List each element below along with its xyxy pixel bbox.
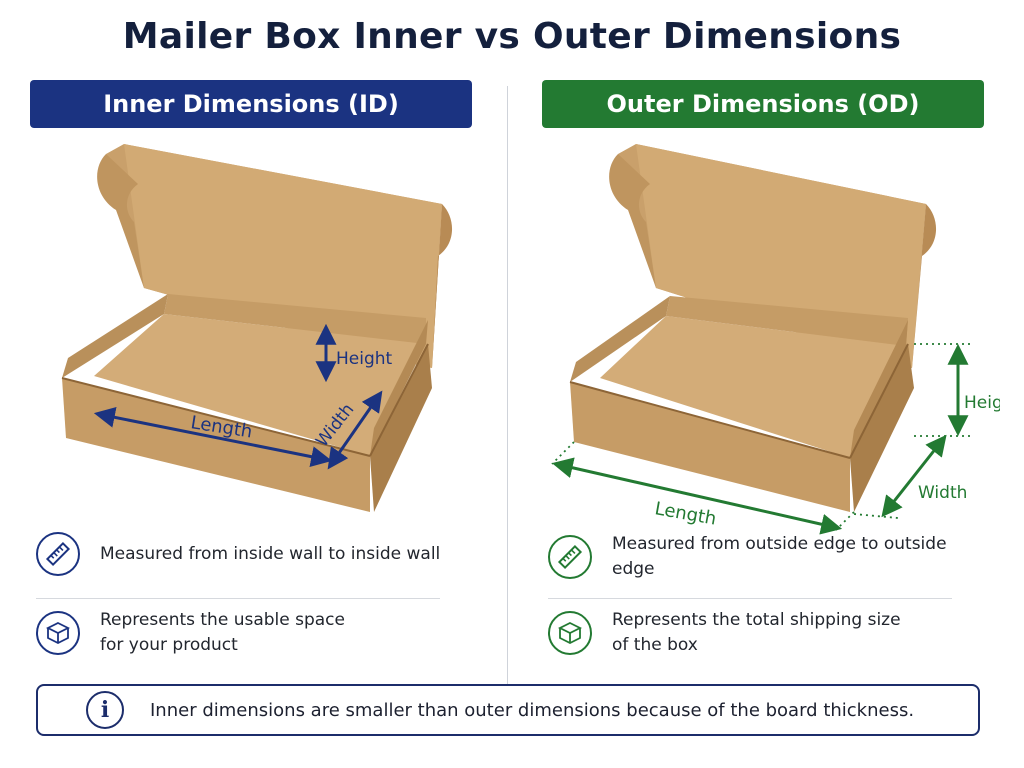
page-title: Mailer Box Inner vs Outer Dimensions (122, 16, 902, 57)
outer-cardboard-box (569, 144, 937, 512)
outer-length-arrow (551, 457, 843, 535)
inner-point-1: Measured from inside wall to inside wall (36, 532, 466, 576)
outer-box-illustration: Height Length Width (551, 144, 1000, 535)
outer-point-1-line-1: Measured from outside edge to outside ed… (612, 534, 947, 579)
inner-dimensions-panel: Inner Dimensions (ID) (28, 80, 508, 680)
inner-point-2-line-2: for your product (100, 635, 238, 655)
inner-width-arrow (327, 390, 383, 470)
inner-height-label: Height (336, 349, 393, 369)
inner-point-2: Represents the usable space for your pro… (36, 608, 466, 658)
outer-point-2: Represents the total shipping size of th… (548, 608, 978, 658)
outer-banner: Outer Dimensions (OD) (542, 80, 984, 128)
info-icon: i (86, 691, 124, 729)
info-note: i Inner dimensions are smaller than oute… (36, 684, 980, 736)
ruler-icon (548, 535, 592, 579)
inner-point-1-text: Measured from inside wall to inside wall (100, 542, 440, 567)
panel-divider (507, 86, 508, 684)
box-icon (36, 611, 80, 655)
outer-length-label: Length (653, 498, 718, 529)
inner-point-2-text: Represents the usable space for your pro… (100, 608, 345, 658)
inner-banner: Inner Dimensions (ID) (30, 80, 472, 128)
outer-point-1-text: Measured from outside edge to outside ed… (612, 532, 978, 582)
outer-point-2-line-2: of the box (612, 635, 698, 655)
outer-height-label: Height (964, 393, 1000, 413)
inner-length-arrow (93, 406, 333, 468)
outer-width-label: Width (918, 483, 967, 503)
inner-cardboard-box (61, 144, 453, 512)
inner-box-illustration: Height Length Width (61, 144, 453, 512)
outer-point-2-line-1: Represents the total shipping size (612, 610, 901, 630)
inner-point-2-line-1: Represents the usable space (100, 610, 345, 630)
outer-row-divider (548, 598, 952, 599)
outer-point-1: Measured from outside edge to outside ed… (548, 532, 978, 582)
inner-row-divider (36, 598, 440, 599)
outer-dimensions-panel: Outer Dimensions (OD) (540, 80, 1020, 680)
info-note-text: Inner dimensions are smaller than outer … (150, 699, 915, 721)
ruler-icon (36, 532, 80, 576)
outer-point-2-text: Represents the total shipping size of th… (612, 608, 901, 658)
box-icon (548, 611, 592, 655)
outer-width-arrow (881, 434, 947, 518)
inner-point-1-line-1: Measured from inside wall to inside wall (100, 543, 441, 564)
